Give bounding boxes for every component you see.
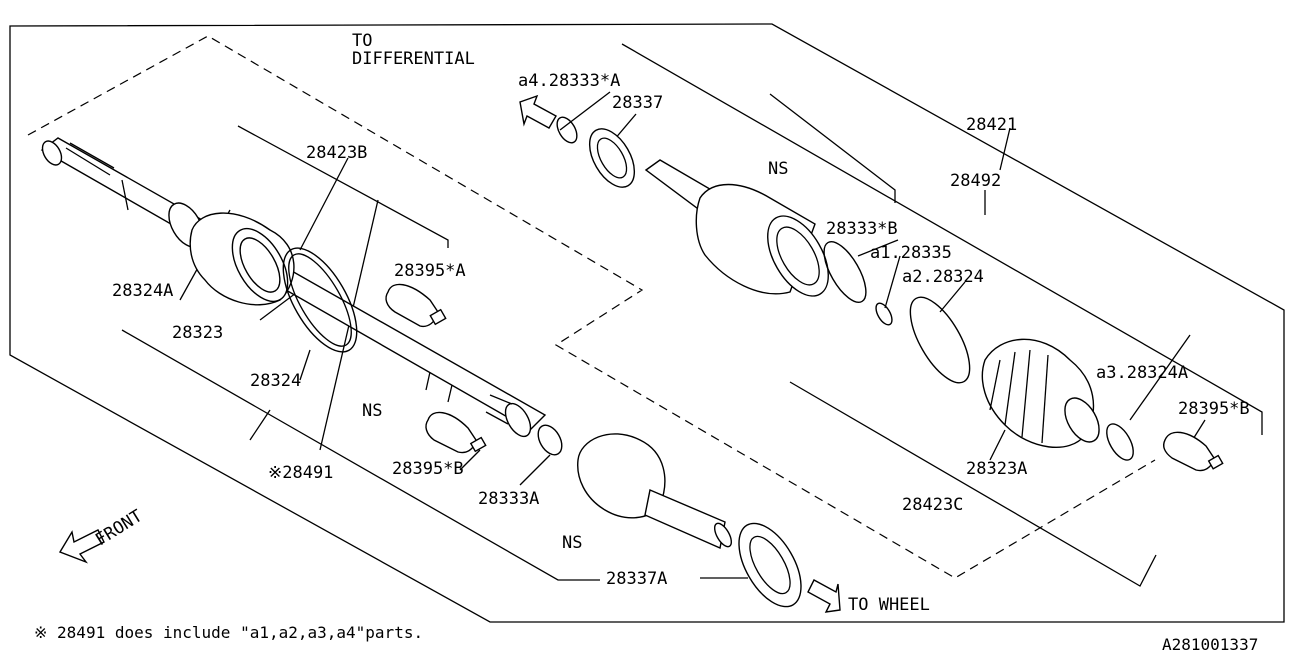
leader-a4 (559, 91, 611, 131)
grease-tube-b-mid (425, 411, 487, 454)
label-to-wheel: TO WHEEL (848, 595, 930, 615)
leader-28324 (299, 349, 311, 381)
outer-cv-joint (577, 433, 733, 549)
washer-28337 (588, 128, 636, 188)
label-28324a: 28324A (112, 281, 173, 301)
bracket-28423b (237, 125, 449, 248)
label-28333a: 28333A (478, 489, 539, 509)
shaft-spline-end (485, 394, 532, 438)
grease-tube-b-right (1163, 431, 1224, 472)
label-28395b-mid: 28395*B (392, 459, 464, 479)
leader-28333b (857, 239, 899, 257)
outer-frame (9, 23, 1285, 623)
ring-28333a (537, 424, 563, 456)
to-differential-arrow (519, 94, 557, 129)
label-28491: ※28491 (268, 463, 333, 483)
label-28324: 28324 (250, 371, 301, 391)
label-28395b-right: 28395*B (1178, 399, 1250, 419)
leader-28395b-mid (459, 449, 481, 471)
front-arrow (58, 529, 105, 564)
label-28421: 28421 (966, 115, 1017, 135)
label-front: FRONT (92, 506, 146, 550)
bracket-28423c (789, 381, 1157, 587)
dashed-group-left (27, 35, 1156, 579)
circlip-a1 (875, 302, 893, 326)
label-a3-28324a: a3.28324A (1096, 363, 1188, 383)
diagram-code: A281001337 (1162, 635, 1258, 653)
label-28492: 28492 (950, 171, 1001, 191)
boot-28323a (981, 338, 1100, 448)
clamp-a3 (1106, 423, 1134, 461)
axle-shaft (40, 137, 547, 431)
label-28423b: 28423B (306, 143, 367, 163)
label-to: TO (352, 31, 372, 51)
clamp-ring-28324 (282, 247, 358, 353)
bracket-28491 (121, 329, 600, 581)
leader-28421 (999, 127, 1011, 171)
clamp-a2 (909, 296, 971, 384)
label-ns-top: NS (768, 159, 788, 179)
label-ns-bottom: NS (562, 533, 582, 553)
to-wheel-arrow (807, 579, 841, 613)
inner-cv-joint (644, 159, 829, 297)
label-ns-mid: NS (362, 401, 382, 421)
footnote: ※ 28491 does include "a1,a2,a3,a4"parts. (34, 623, 423, 642)
label-a2-28324: a2.28324 (902, 267, 984, 287)
label-28323: 28323 (172, 323, 223, 343)
leader-a1 (884, 255, 901, 309)
label-28423c: 28423C (902, 495, 963, 515)
leader-misc (249, 409, 271, 441)
label-28395a: 28395*A (394, 261, 466, 281)
label-28323a: 28323A (966, 459, 1027, 479)
ring-a4 (556, 116, 578, 144)
label-a1-28335: a1.28335 (870, 243, 952, 263)
leader-28323a (989, 429, 1006, 461)
label-a4-28333a: a4.28333*A (518, 71, 620, 91)
bracket-28421 (621, 43, 1263, 435)
leader-28333a (519, 454, 551, 486)
boot-28323 (189, 212, 295, 306)
ring-28333b (823, 241, 867, 303)
leader-a3 (1129, 334, 1191, 421)
grease-tube-a (385, 283, 447, 328)
label-28333b: 28333*B (826, 219, 898, 239)
label-28337: 28337 (612, 93, 663, 113)
leader-a2 (939, 281, 966, 313)
leader-28423b (299, 157, 349, 251)
label-differential: DIFFERENTIAL (352, 49, 475, 69)
bracket-28492 (769, 93, 896, 203)
washer-28337a (738, 522, 802, 608)
label-28337a: 28337A (606, 569, 667, 589)
